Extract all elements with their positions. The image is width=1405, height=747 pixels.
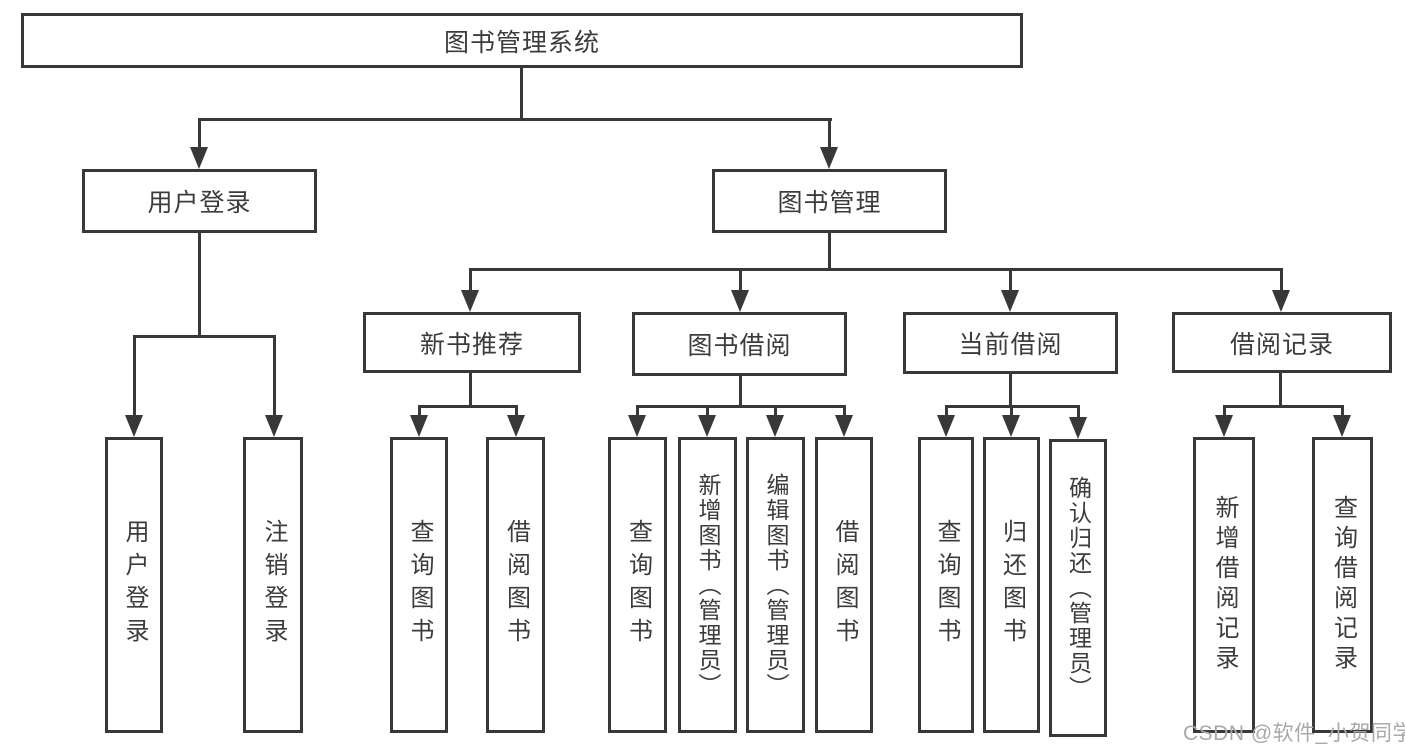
node-current-borrowing: 当前借阅 (903, 312, 1118, 374)
arrowhead-down-icon (1272, 290, 1290, 312)
node-label: 图书管理系统 (443, 28, 600, 57)
connector-line (1077, 405, 1080, 421)
leaf-borrowing-edit-books-admin: 编辑图书（管理员） (746, 437, 805, 733)
leaf-current-confirm-return-admin: 确认归还（管理员） (1049, 439, 1107, 737)
connector-line (198, 118, 201, 150)
node-label: 用户登录 (147, 189, 252, 217)
connector-line (1223, 405, 1226, 419)
connector-line (520, 68, 523, 120)
connector-line (1223, 405, 1344, 408)
arrowhead-down-icon (1333, 415, 1351, 437)
leaf-user-login: 用户登录 (105, 437, 163, 733)
leaf-current-query-books: 查询图书 (918, 437, 974, 733)
leaf-label: 查询图书 (406, 519, 433, 651)
connector-line (843, 405, 846, 419)
connector-line (469, 268, 472, 294)
leaf-label: 查询图书 (933, 519, 960, 651)
arrowhead-down-icon (461, 290, 479, 312)
arrowhead-down-icon (698, 415, 716, 437)
node-label: 图书借阅 (687, 332, 792, 360)
connector-line (469, 373, 472, 408)
connector-line (133, 335, 276, 338)
connector-line (1280, 268, 1283, 294)
leaf-label: 查询图书 (624, 519, 652, 651)
leaf-add-borrowing-record: 新增借阅记录 (1193, 437, 1255, 733)
connector-line (1009, 268, 1012, 294)
connector-line (198, 233, 201, 338)
arrowhead-down-icon (835, 415, 853, 437)
node-label: 当前借阅 (958, 331, 1063, 359)
node-borrowing-records: 借阅记录 (1172, 312, 1392, 373)
connector-line (418, 405, 421, 419)
connector-line (418, 405, 518, 408)
connector-line (828, 118, 831, 150)
csdn-watermark: CSDN @软件_小贺同学 (1183, 722, 1405, 745)
leaf-borrowing-query-books: 查询图书 (608, 437, 667, 733)
leaf-label: 确认归还（管理员） (1065, 475, 1092, 701)
arrowhead-down-icon (820, 147, 838, 169)
connector-line (774, 405, 777, 419)
connector-line (945, 405, 948, 419)
leaf-label: 借阅图书 (502, 519, 530, 651)
leaf-label: 归还图书 (998, 519, 1026, 651)
arrowhead-down-icon (507, 415, 525, 437)
leaf-label: 注销登录 (260, 519, 287, 651)
connector-line (198, 118, 832, 121)
connector-line (273, 335, 276, 419)
leaf-label: 借阅图书 (831, 519, 858, 651)
leaf-label: 新增借阅记录 (1211, 495, 1238, 675)
connector-line (1009, 374, 1012, 408)
connector-line (636, 405, 639, 419)
arrowhead-down-icon (937, 415, 955, 437)
arrowhead-down-icon (125, 415, 143, 437)
connector-line (828, 233, 831, 271)
node-label: 借阅记录 (1229, 330, 1334, 359)
node-new-book-recommendation: 新书推荐 (363, 312, 581, 373)
connector-line (1010, 405, 1013, 419)
arrowhead-down-icon (1002, 415, 1020, 437)
arrowhead-down-icon (1215, 415, 1233, 437)
leaf-logout: 注销登录 (243, 437, 303, 733)
connector-line (706, 405, 709, 419)
arrowhead-down-icon (265, 415, 283, 437)
node-book-management: 图书管理 (712, 169, 947, 233)
arrowhead-down-icon (628, 415, 646, 437)
leaf-recommend-query-books: 查询图书 (390, 437, 448, 733)
arrowhead-down-icon (1069, 417, 1087, 439)
leaf-current-return-books: 归还图书 (983, 437, 1040, 733)
connector-line (1279, 373, 1282, 408)
node-book-management-system: 图书管理系统 (21, 13, 1023, 68)
leaf-borrowing-add-books-admin: 新增图书（管理员） (678, 437, 737, 733)
leaf-label: 查询借阅记录 (1329, 495, 1357, 675)
leaf-query-borrowing-record: 查询借阅记录 (1312, 437, 1373, 733)
arrowhead-down-icon (1001, 290, 1019, 312)
connector-line (739, 376, 742, 408)
connector-line (1341, 405, 1344, 419)
arrowhead-down-icon (731, 290, 749, 312)
node-user-login-group: 用户登录 (82, 169, 317, 233)
arrowhead-down-icon (410, 415, 428, 437)
node-book-borrowing: 图书借阅 (632, 312, 847, 376)
connector-line (469, 268, 1283, 271)
leaf-label: 编辑图书（管理员） (763, 472, 789, 698)
connector-line (636, 405, 846, 408)
arrowhead-down-icon (190, 147, 208, 169)
connector-line (133, 335, 136, 419)
connector-line (739, 268, 742, 294)
node-label: 新书推荐 (419, 330, 524, 359)
leaf-label: 用户登录 (121, 519, 148, 651)
node-label: 图书管理 (777, 189, 882, 217)
leaf-borrowing-borrow-books: 借阅图书 (815, 437, 873, 733)
leaf-label: 新增图书（管理员） (695, 472, 721, 698)
connector-line (515, 405, 518, 419)
arrowhead-down-icon (766, 415, 784, 437)
leaf-recommend-borrow-books: 借阅图书 (486, 437, 545, 733)
